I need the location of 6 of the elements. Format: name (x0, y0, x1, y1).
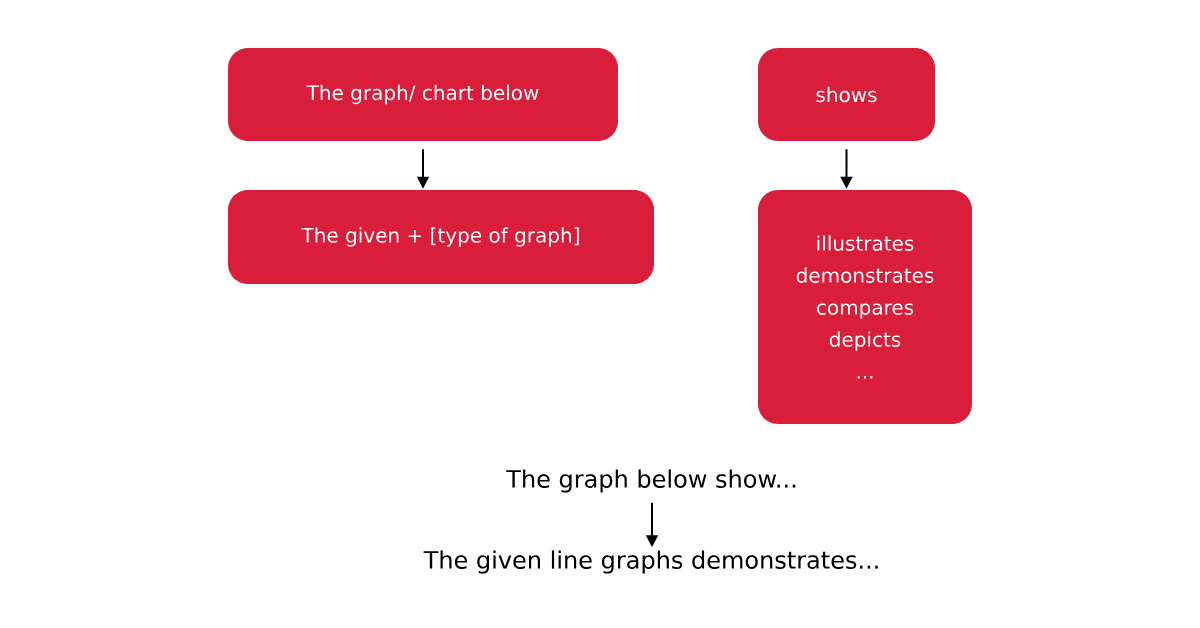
process-box: shows (758, 48, 935, 141)
process-box: The graph/ chart below (228, 48, 618, 141)
statement-text: The graph below show... (506, 469, 796, 493)
statement-text: The given line graphs demonstrates... (423, 550, 878, 574)
process-box: The given + [type of graph] (228, 190, 654, 284)
process-box: illustrates demonstrates compares depicts ... (758, 190, 972, 424)
